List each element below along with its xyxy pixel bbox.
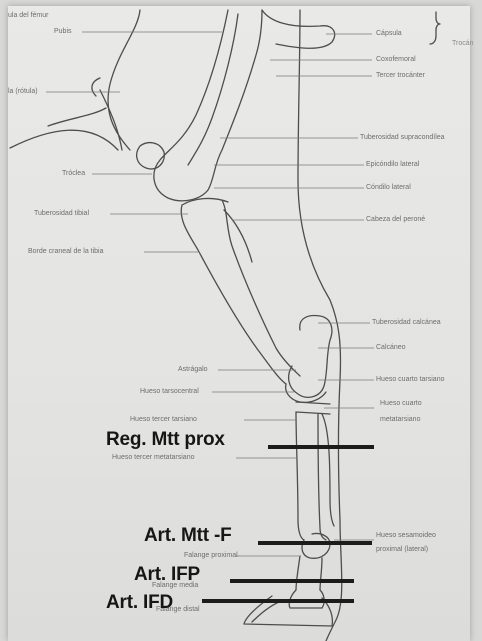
annotation-art-mtt-f: Art. Mtt -F [144,526,232,546]
label-hueso-tercer-metatarsiano: Hueso tercer metatarsiano [112,454,194,462]
marker-art-ifd [202,599,354,603]
label-femur: ula del fémur [8,12,48,20]
annotation-art-ifp: Art. IFP [134,565,200,585]
label-cabeza-perone: Cabeza del peroné [366,216,425,224]
label-calcaneo: Calcáneo [376,344,406,352]
marker-art-ifp [230,579,354,583]
label-hueso-cuarto-tarsiano: Hueso cuarto tarsiano [376,376,444,384]
label-sesamoideo-line1: Hueso sesamoideo [376,532,436,540]
label-hueso-tarsocentral: Hueso tarsocentral [140,388,199,396]
label-brace-group: Trocán [452,40,474,47]
annotation-art-ifd: Art. IFD [106,593,173,613]
label-coxofemoral: Coxofemoral [376,56,416,64]
marker-reg-mtt-prox [268,445,374,449]
marker-art-mtt-f [258,541,372,545]
label-astragalo: Astrágalo [178,366,208,374]
label-pubis: Pubis [54,28,72,36]
label-rotula: la (rótula) [8,88,38,96]
label-hueso-cuarto-metatarsiano-line2: metatarsiano [380,416,420,424]
label-borde-craneal: Borde craneal de la tibia [28,248,104,256]
label-tuberosidad-supracondilea: Tuberosidad supracondílea [360,134,445,142]
label-condilo-lateral: Cóndilo lateral [366,184,411,192]
label-tuberosidad-tibial: Tuberosidad tibial [34,210,89,218]
label-epicondilo-lateral: Epicóndilo lateral [366,161,419,169]
label-hueso-tercer-tarsiano: Hueso tercer tarsiano [130,416,197,424]
annotation-reg-mtt-prox: Reg. Mtt prox [106,430,225,450]
label-sesamoideo-line2: proximal (lateral) [376,546,428,554]
label-tercer-trocanter: Tercer trocánter [376,72,425,80]
label-capsula: Cápsula [376,30,402,38]
label-troclea: Tróclea [62,170,85,178]
label-falange-proximal: Falange proximal [184,552,238,560]
label-hueso-cuarto-metatarsiano-line1: Hueso cuarto [380,400,422,408]
label-tuberosidad-calcanea: Tuberosidad calcánea [372,319,441,327]
